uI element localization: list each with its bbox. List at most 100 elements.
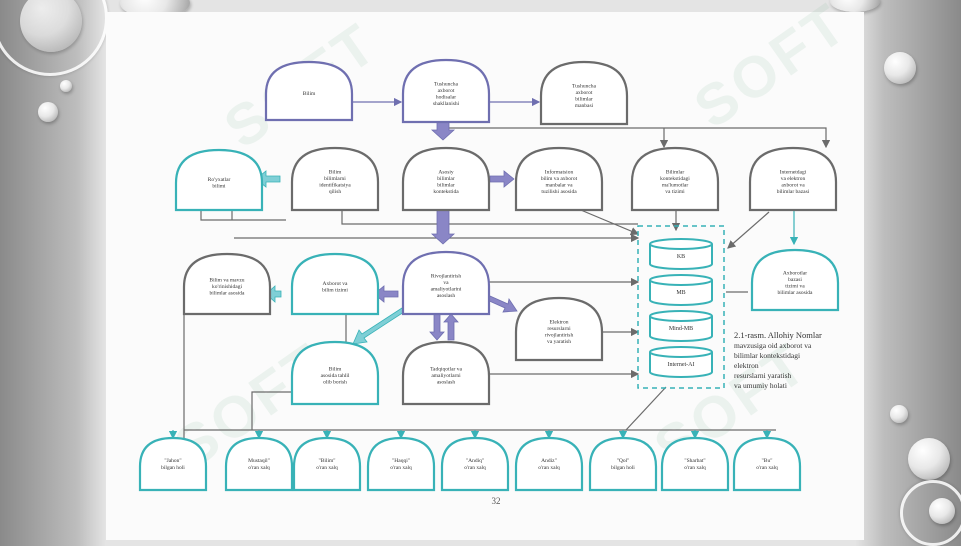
node-label: axborot xyxy=(438,88,455,94)
node-label: ma'lumotlar xyxy=(662,182,689,188)
node-label: bilimi xyxy=(212,183,226,189)
database-label: MB xyxy=(676,290,685,296)
bottom-node-label: "Bu" xyxy=(762,458,773,464)
bottom-node-label: Andiz" xyxy=(541,458,557,464)
water-drop xyxy=(20,0,82,52)
bottom-node-label: bilgan holi xyxy=(161,465,185,471)
node-label: tizimi va xyxy=(785,283,805,289)
node-label: identifikatsiya xyxy=(319,181,351,188)
node-label: va tizimi xyxy=(665,189,685,195)
water-drop xyxy=(884,52,916,84)
legend-line: va umumiy holati xyxy=(734,381,787,390)
bottom-node-label: Mustaqil" xyxy=(248,458,270,464)
node-label: Tushuncha xyxy=(434,81,458,87)
water-drop xyxy=(38,102,58,122)
node-label: Axborot va xyxy=(323,281,348,287)
node-label: axborot xyxy=(576,90,593,96)
node-label: shakllanishi xyxy=(433,101,460,107)
bottom-node-label: o'ran xalq xyxy=(248,465,270,471)
water-drop xyxy=(830,0,880,12)
bottom-node-8: "Bu"o'ran xalq xyxy=(732,436,802,492)
node-label: bilimlar bazasi xyxy=(777,189,810,195)
node-label: Internetdagi xyxy=(780,169,807,175)
node-label: va yaratish xyxy=(547,339,571,345)
database-cylinder: MB xyxy=(649,274,713,306)
node-label: Informatsion xyxy=(545,168,574,175)
bottom-node-2: "Bilim"o'ran xalq xyxy=(292,436,362,492)
bottom-node-0: "Jahon"bilgan holi xyxy=(138,436,208,492)
node-label: manbalar va xyxy=(545,182,573,188)
node-label: Bilimlar xyxy=(666,169,685,175)
bottom-node-7: "Sharbat"o'ran xalq xyxy=(660,436,730,492)
water-drop xyxy=(60,80,72,92)
node-label: Bilim xyxy=(329,169,342,175)
bottom-node-label: o'ran xalq xyxy=(756,465,778,471)
node-label: asoslash xyxy=(437,293,456,299)
node-label: Tushuncha xyxy=(572,83,596,89)
node-label: Bilim va mavzu xyxy=(209,278,244,284)
legend-line: elektron xyxy=(734,361,759,370)
database-cylinder: KB xyxy=(649,238,713,270)
bottom-node-label: "Jahon" xyxy=(164,458,181,464)
database-label: KB xyxy=(677,254,685,260)
legend-line: 2.1-rasm. Allohiy Nomlar xyxy=(734,330,822,340)
node-label: Bilim xyxy=(329,367,342,373)
node-label: bilim va axborot xyxy=(541,176,578,182)
node-label: kontekstidagi xyxy=(660,176,690,182)
legend-line: mavzusiga oid axborot va xyxy=(734,341,812,350)
node-label: va xyxy=(443,280,449,286)
node-label: bilimlar xyxy=(437,182,455,188)
database-cylinder: Internet-AI xyxy=(649,346,713,378)
water-drop-ring xyxy=(900,480,961,546)
node-label: asosida tahlil xyxy=(321,373,350,379)
bottom-node-label: bilgan holi xyxy=(611,465,635,471)
node-label: amaliyotlarni xyxy=(431,373,461,379)
node-label: ko'rinishidagi xyxy=(212,284,242,290)
bottom-node-3: "Haqqi"o'ran xalq xyxy=(366,436,436,492)
node-label: olib borish xyxy=(323,380,347,386)
page-number: 32 xyxy=(492,496,501,506)
database-cylinder: Mind-MB xyxy=(649,310,713,342)
node-label: bilimlar xyxy=(575,96,593,102)
water-drop xyxy=(908,438,950,480)
node-label: bazasi xyxy=(788,277,802,283)
node-label: qilish xyxy=(329,189,341,195)
bottom-node-label: "Andiq" xyxy=(466,458,484,464)
legend-line: resurslarni yaratish xyxy=(734,371,792,380)
node-label: bilimlar asosida xyxy=(210,291,246,297)
node-label: Elektron xyxy=(550,319,569,325)
node-bilim: Bilim xyxy=(264,60,354,122)
bottom-node-5: Andiz"o'ran xalq xyxy=(514,436,584,492)
node-label: hodisalar xyxy=(436,94,456,100)
bottom-node-1: Mustaqil"o'ran xalq xyxy=(224,436,294,492)
bottom-node-label: "Bilim" xyxy=(318,458,335,464)
bottom-node-label: "Sharbat" xyxy=(684,458,705,464)
node-label: Axborotlar xyxy=(783,270,807,276)
node-label: Tadqiqotlar va xyxy=(430,367,462,373)
diagram-slide: SOFT SOFT SOFT SOFT xyxy=(106,0,864,540)
node-label: axborot va xyxy=(781,182,805,188)
bottom-node-label: o'ran xalq xyxy=(464,465,486,471)
node-label: Rivojlantirish xyxy=(431,273,462,279)
node-label: bilim tizimi xyxy=(322,287,348,293)
bottom-node-6: "Qol"bilgan holi xyxy=(588,436,658,492)
bottom-node-label: o'ran xalq xyxy=(390,465,412,471)
node-label: amaliyotlarini xyxy=(431,286,462,292)
node-label: bilimlarni xyxy=(324,176,346,182)
node-label: rivojlantirish xyxy=(545,332,574,338)
node-label: resurslarni xyxy=(547,326,571,332)
bottom-node-label: o'ran xalq xyxy=(316,465,338,471)
node-label: Ro'yxatlar xyxy=(208,177,231,183)
node-label: Asosiy xyxy=(438,169,454,175)
database-label: Internet-AI xyxy=(668,362,695,368)
node-label: Bilim xyxy=(303,91,316,97)
